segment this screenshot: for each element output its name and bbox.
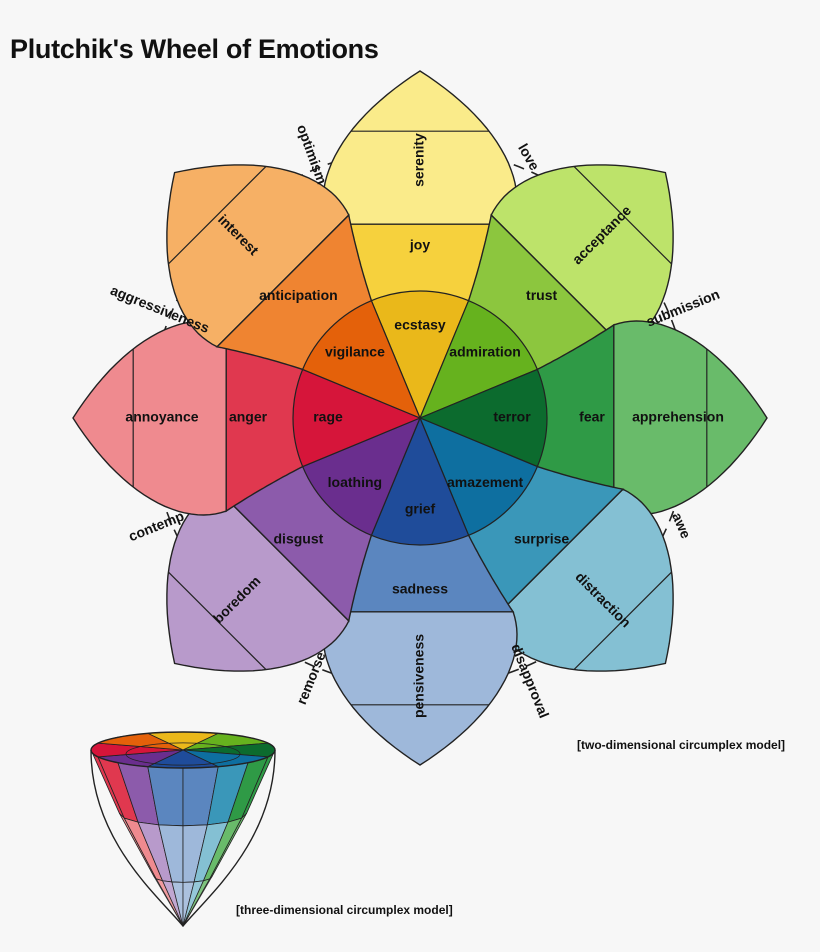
petal-outer-joy [322,70,518,225]
petal-inner-disgust [301,416,422,537]
label-grief: grief [405,501,436,517]
label-joy: joy [409,237,430,253]
caption-3d: [three-dimensional circumplex model] [236,903,453,917]
petal-outer-disgust [166,488,350,672]
petal-outer-trust [490,164,674,348]
label-sadness: sadness [392,581,448,597]
petal-surprise [418,416,674,672]
cone-model [90,731,276,928]
label-surprise: surprise [514,530,569,546]
petal-inner-joy [370,290,470,420]
petal-outer-fear [613,320,768,516]
petal-trust [418,164,674,420]
label-pensiveness: pensiveness [411,634,427,718]
petal-outer-sadness [322,611,518,766]
petal-inner-trust [418,299,539,420]
label-apprehension: apprehension [632,409,724,425]
petal-outer-anger [72,320,227,516]
label-anger: anger [229,409,268,425]
label-loathing: loathing [328,474,382,490]
dyad-awe: awe [669,510,694,541]
petal-inner-anticipation [301,299,422,420]
petal-joy [322,70,518,420]
label-ecstasy: ecstasy [394,317,446,333]
petal-anger [72,320,422,516]
label-disgust: disgust [274,530,324,546]
petal-inner-surprise [418,416,539,537]
petal-inner-sadness [370,416,470,546]
label-admiration: admiration [449,344,521,360]
dyad-love: love [515,141,543,173]
caption-2d: [two-dimensional circumplex model] [577,738,786,752]
petal-disgust [166,416,422,672]
petal-outer-anticipation [166,164,350,348]
label-serenity: serenity [411,133,427,187]
label-rage: rage [313,409,343,425]
label-vigilance: vigilance [325,344,385,360]
petal-anticipation [166,164,422,420]
page-title: Plutchik's Wheel of Emotions [10,34,379,64]
petal-inner-anger [292,368,422,468]
petal-inner-fear [418,368,548,468]
label-amazement: amazement [447,474,524,490]
label-annoyance: annoyance [125,409,198,425]
label-terror: terror [493,409,531,425]
label-trust: trust [526,287,557,303]
label-fear: fear [579,409,605,425]
label-anticipation: anticipation [259,287,338,303]
petal-sadness [322,416,518,766]
petal-outer-surprise [490,488,674,672]
